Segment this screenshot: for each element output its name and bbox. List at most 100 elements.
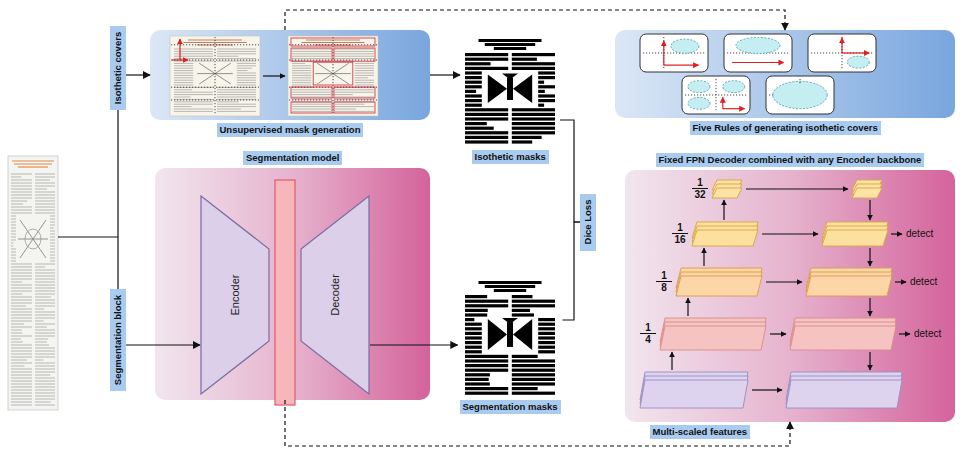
page-thumbnail [171,100,259,101]
scale-fraction: 1 [692,177,708,189]
input-document [11,291,32,292]
page-thumbnail [292,58,331,59]
mask-image [485,285,535,288]
arrow-line [752,389,782,390]
mask-image [465,99,482,102]
mask-image [512,392,555,395]
feature-map-stack [786,372,902,408]
mask-image [465,341,482,344]
input-document [35,381,55,382]
arrow-line [895,281,906,282]
input-document [11,333,22,334]
input-document [35,315,55,316]
mask-image [538,350,555,353]
heading-label: Unsupervised mask generation [217,123,364,137]
model-panel: EncoderDecoderSegmentation model [155,168,430,400]
mask-image [465,350,482,353]
input-document [8,156,58,410]
mask-image [465,392,508,395]
scale-fraction: 1 [656,270,672,282]
feature-map-stack [822,230,888,246]
page-thumbnail [292,63,305,64]
input-document [35,279,55,280]
mask-image [465,81,482,84]
page-thumbnail [171,60,259,61]
input-document [11,177,21,178]
input-document [11,270,32,271]
block-label: Isothetic covers [112,32,124,104]
arrow-line [722,97,723,108]
mask-image [465,131,508,134]
input-document [35,333,55,334]
page-thumbnail [184,42,247,43]
arrow-line [766,281,802,282]
mask-image [512,122,555,125]
feature-map-stack [692,222,758,246]
mask-image [507,322,513,347]
arrow-connector [126,74,150,75]
output-label: detect [906,228,933,239]
arrow-connector [370,344,458,345]
input-document [11,255,16,256]
input-document [35,183,55,184]
bracket-connector [563,222,581,320]
input-document [35,195,55,196]
page-thumbnail [174,61,213,62]
mask-image [479,281,542,284]
mask-image [538,327,555,330]
page-thumbnail [217,97,256,98]
mask-image [485,43,535,46]
input-document [11,393,32,394]
page-thumbnail [237,63,256,64]
page-thumbnail [288,36,378,116]
page-thumbnail [355,65,374,66]
dashed-connector [285,400,790,446]
mask-image [465,117,508,120]
panel-background [615,30,955,118]
input-document [11,303,32,304]
fpn-arrows [672,189,910,390]
input-document [35,213,55,214]
input-document [50,216,55,217]
bottleneck-bar [275,180,295,405]
input-document [11,210,32,211]
input-document [11,234,16,235]
scale-fraction: 8 [656,282,672,293]
page-thumbnail [288,36,378,116]
page-thumbnail [174,111,213,112]
mask-image [538,99,555,102]
mask-image [512,140,532,143]
input-document [35,327,47,328]
feature-map-stack [676,276,762,296]
flow-arrow [263,76,285,77]
page-thumbnail [217,89,256,90]
mask-image [465,295,487,298]
fpn-panel: Fixed FPN Decoder combined with any Enco… [625,170,955,422]
input-document [35,273,55,274]
mask-output: Segmentation masks [458,278,563,414]
input-document [35,288,55,289]
input-document [14,163,52,164]
input-document [11,195,32,196]
input-document [11,183,32,184]
page-thumbnail [355,73,374,74]
input-document [11,312,32,313]
arrow-line [723,200,724,220]
input-document [11,240,16,241]
page-thumbnail [174,94,213,95]
input-document [50,231,55,232]
page-thumbnail [335,94,353,95]
block-label: Encoder [229,275,241,316]
input-document [35,390,55,391]
block-label: Dice Loss [582,200,594,245]
page-thumbnail [292,89,331,90]
rule-icon [800,79,801,84]
page-thumbnail [174,73,193,74]
rule-icon [663,37,664,69]
page-thumbnail [335,58,374,59]
trapezoid-outline [301,196,369,394]
rule-icon [847,56,869,68]
mask-image [465,58,508,61]
input-document [35,264,55,265]
